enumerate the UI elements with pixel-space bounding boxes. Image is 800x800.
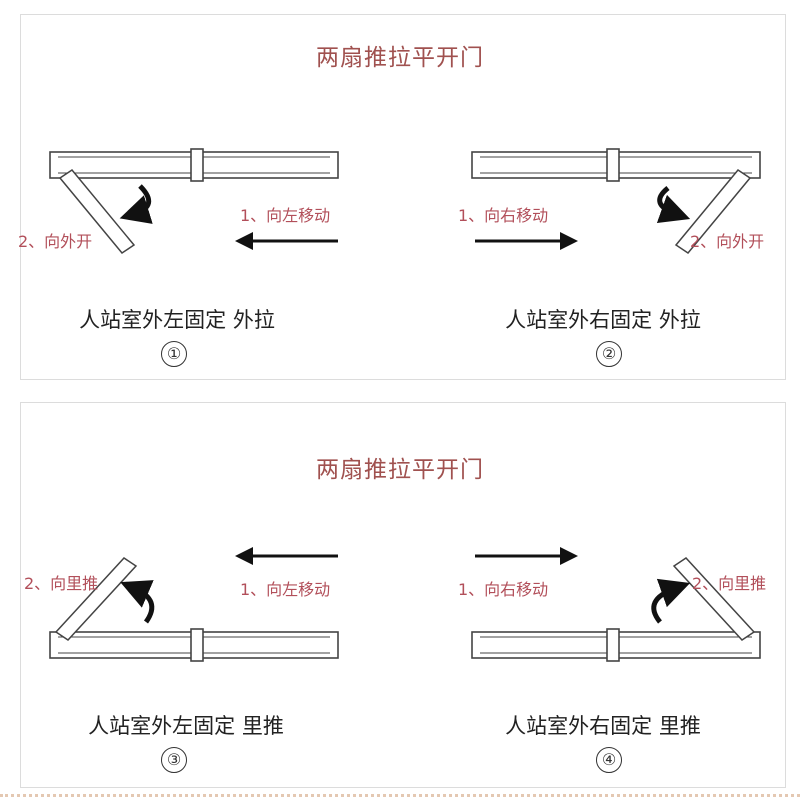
curved-arrow-4 bbox=[651, 578, 691, 624]
curved-arrow-3 bbox=[120, 580, 155, 624]
curved-arrow-2 bbox=[656, 186, 691, 224]
swing-leaf-4 bbox=[672, 557, 756, 641]
door-diagram-1 bbox=[49, 148, 339, 254]
door-frame-2 bbox=[471, 148, 761, 182]
step1-label-4: 1、向右移动 bbox=[458, 580, 549, 599]
number-badge-2: ② bbox=[596, 341, 622, 367]
swing-leaf-3 bbox=[54, 557, 138, 641]
step2-label-4: 2、向里推 bbox=[692, 574, 767, 593]
caption-4: 人站室外右固定 里推 bbox=[505, 714, 701, 738]
caption-2: 人站室外右固定 外拉 bbox=[505, 308, 701, 332]
caption-3: 人站室外左固定 里推 bbox=[88, 714, 284, 738]
caption-1: 人站室外左固定 外拉 bbox=[79, 308, 275, 332]
door-diagram-2 bbox=[471, 148, 761, 254]
step2-label-3: 2、向里推 bbox=[24, 574, 99, 593]
number-badge-1: ① bbox=[161, 341, 187, 367]
step1-label-3: 1、向左移动 bbox=[240, 580, 331, 599]
panel-title-top: 两扇推拉平开门 bbox=[316, 45, 484, 71]
door-frame-1 bbox=[49, 148, 339, 182]
step2-label-2: 2、向外开 bbox=[690, 232, 765, 251]
panel-title-bottom: 两扇推拉平开门 bbox=[316, 457, 484, 483]
step1-label-2: 1、向右移动 bbox=[458, 206, 549, 225]
door-frame-4 bbox=[471, 628, 761, 662]
step2-label-1: 2、向外开 bbox=[18, 232, 93, 251]
step1-label-1: 1、向左移动 bbox=[240, 206, 331, 225]
number-badge-4: ④ bbox=[596, 747, 622, 773]
swing-leaf-1 bbox=[58, 169, 136, 254]
bottom-divider bbox=[0, 794, 800, 797]
door-diagram-3 bbox=[49, 547, 339, 662]
door-frame-3 bbox=[49, 628, 339, 662]
curved-arrow-1 bbox=[119, 184, 153, 224]
swing-leaf-2 bbox=[674, 169, 752, 254]
door-diagram-4 bbox=[471, 547, 761, 662]
number-badge-3: ③ bbox=[161, 747, 187, 773]
